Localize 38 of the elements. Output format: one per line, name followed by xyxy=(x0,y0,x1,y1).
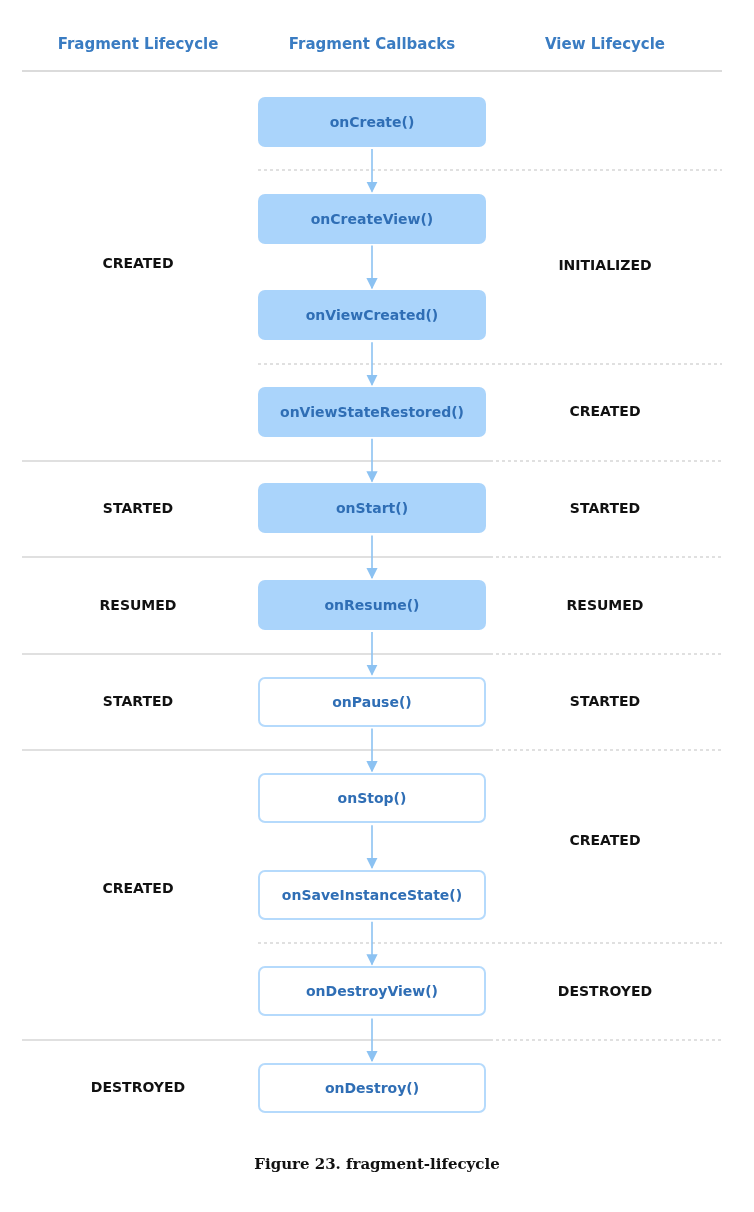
arrow xyxy=(366,341,378,386)
state-label: RESUMED xyxy=(566,597,644,613)
outlined-callback-box: onStop() xyxy=(258,773,486,824)
arrow xyxy=(366,727,378,773)
arrow xyxy=(366,244,378,290)
filled-callback-box: onStart() xyxy=(258,483,486,534)
arrow xyxy=(366,438,378,483)
column-header: Fragment Callbacks xyxy=(288,35,456,53)
filled-callback-box: onViewStateRestored() xyxy=(258,386,486,437)
filled-callback-box: onViewCreated() xyxy=(258,290,486,341)
figure-caption: Figure 23. fragment-lifecycle xyxy=(253,1155,501,1173)
state-label: CREATED xyxy=(102,880,174,896)
filled-callback-box: onResume() xyxy=(258,580,486,630)
outlined-callback-box: onSaveInstanceState() xyxy=(258,869,486,920)
arrow xyxy=(366,921,378,966)
state-label: DESTROYED xyxy=(557,983,653,999)
state-label: STARTED xyxy=(102,500,174,516)
state-label: RESUMED xyxy=(99,597,177,613)
state-label: INITIALIZED xyxy=(558,257,652,273)
state-label: STARTED xyxy=(569,500,641,516)
state-label: DESTROYED xyxy=(90,1079,186,1095)
state-label: CREATED xyxy=(102,255,174,271)
outlined-callback-box: onPause() xyxy=(258,676,486,727)
outlined-callback-box: onDestroyView() xyxy=(258,966,486,1017)
state-label: CREATED xyxy=(569,832,641,848)
arrow xyxy=(366,824,378,869)
state-label: STARTED xyxy=(569,693,641,709)
column-header: View Lifecycle xyxy=(545,35,665,53)
arrow xyxy=(366,534,378,580)
arrow xyxy=(366,631,378,676)
arrow xyxy=(366,1017,378,1063)
filled-callback-box: onCreateView() xyxy=(258,193,486,244)
outlined-callback-box: onDestroy() xyxy=(258,1063,486,1113)
state-label: STARTED xyxy=(102,693,174,709)
column-header: Fragment Lifecycle xyxy=(57,35,219,53)
arrow xyxy=(366,148,378,193)
filled-callback-box: onCreate() xyxy=(258,97,486,147)
state-label: CREATED xyxy=(569,403,641,419)
